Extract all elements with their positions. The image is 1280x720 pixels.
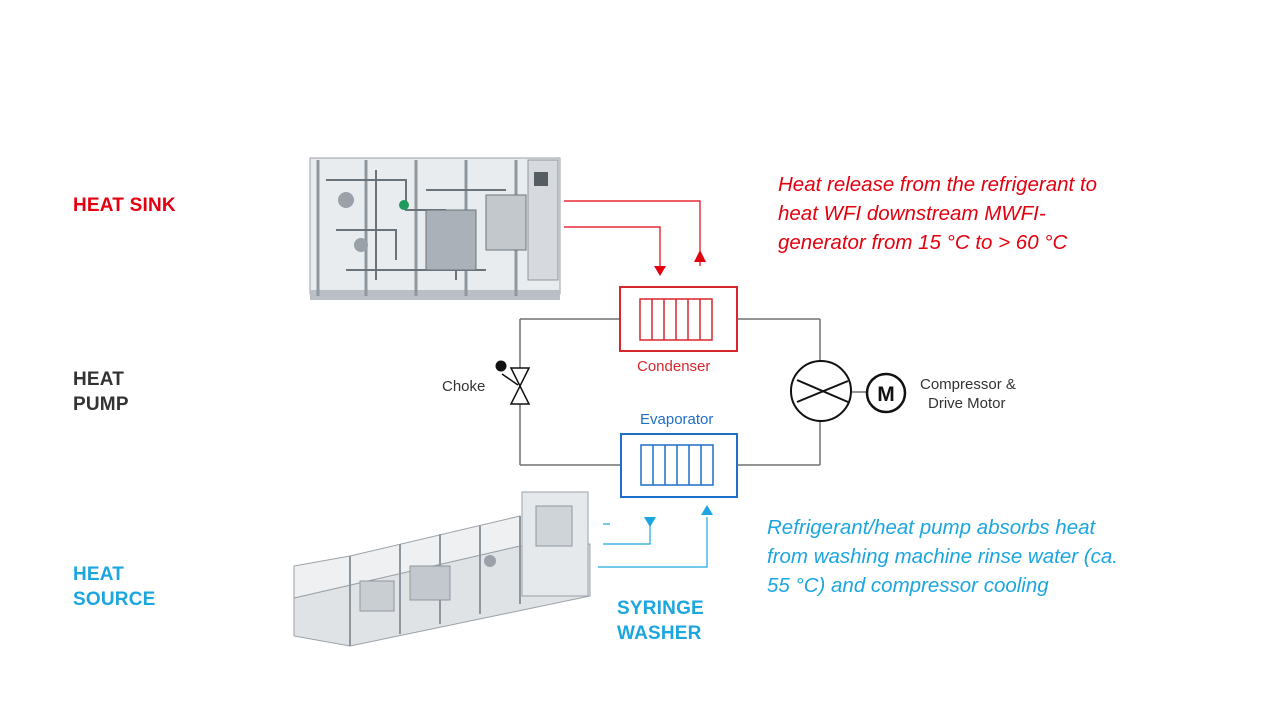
syringe-washer-image: [293, 491, 591, 647]
condenser-icon: [619, 286, 738, 352]
refrigerant-loop: [519, 318, 866, 466]
evaporator-icon: [620, 433, 738, 498]
heat-sink-note: Heat release from the refrigerant to hea…: [778, 173, 1098, 254]
choke-valve-icon: [495, 360, 531, 405]
sink-return-arrow-icon: [694, 250, 706, 262]
syringe-washer-label: SYRINGE WASHER: [617, 598, 704, 644]
motor-icon: M: [865, 372, 907, 414]
heat-source-piping: [598, 517, 708, 568]
motor-symbol: M: [877, 383, 895, 406]
heat-source-note: Refrigerant/heat pump absorbs heat from …: [767, 516, 1118, 597]
compressor-icon: [790, 360, 852, 422]
choke-label: Choke: [442, 378, 486, 395]
source-supply-arrow-icon: [644, 517, 656, 527]
condenser-label: Condenser: [637, 358, 711, 375]
heat-pump-label: HEAT PUMP: [73, 369, 129, 415]
sink-supply-arrow-icon: [654, 266, 666, 276]
compressor-label: Compressor & Drive Motor: [920, 376, 1016, 412]
evaporator-label: Evaporator: [640, 411, 714, 428]
source-return-arrow-icon: [701, 505, 713, 515]
wfi-generator-image: [309, 157, 561, 300]
heat-sink-label: HEAT SINK: [73, 195, 176, 216]
heat-sink-piping: [564, 200, 701, 266]
heat-source-label: HEAT SOURCE: [73, 564, 156, 610]
